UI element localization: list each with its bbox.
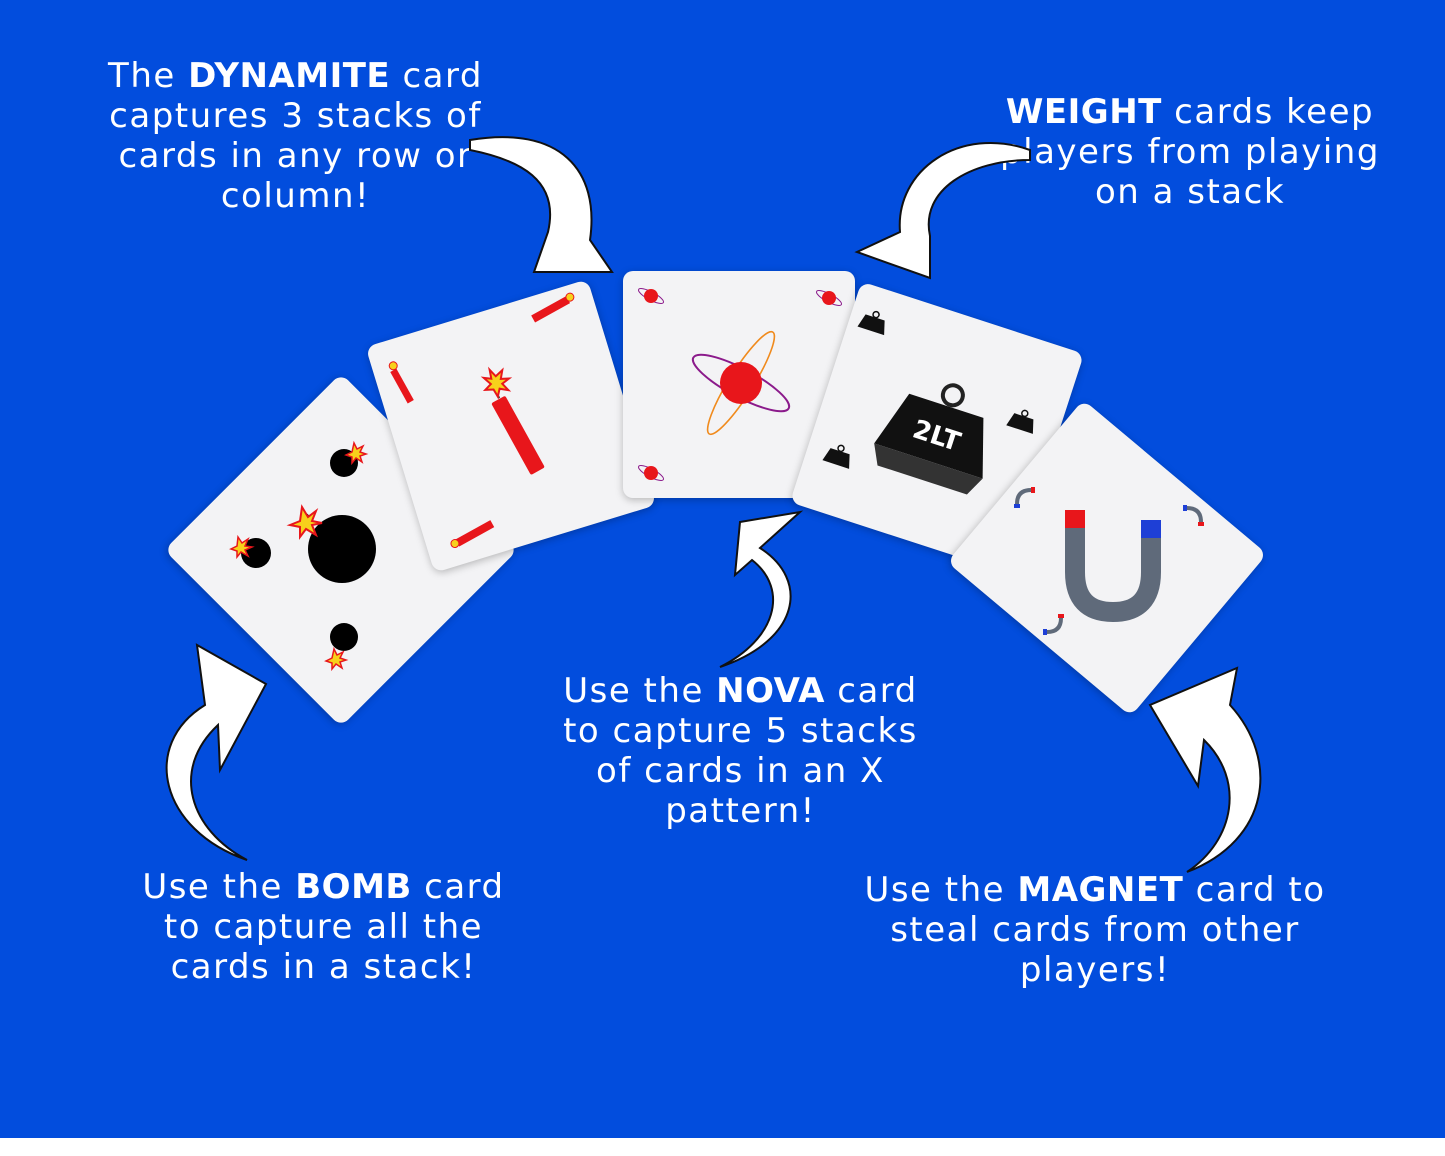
bomb-small-icon [330,440,369,477]
bomb-keyword: BOMB [295,867,412,907]
dynamite-small-icon [388,361,414,404]
magnet-card[interactable] [946,399,1268,717]
bomb-small-icon [324,623,358,672]
nova-small-icon [637,288,665,304]
nova-card[interactable] [623,271,855,498]
weight-caption: WEIGHT cards keep players from playing o… [1000,92,1380,212]
weight-small-icon [857,310,885,336]
magnet-small-icon [1043,614,1064,635]
dynamite-small-icon [531,292,575,323]
magnet-keyword: MAGNET [1017,870,1184,910]
dynamite-arrow-icon [469,136,614,273]
weight-card[interactable]: 2LT [789,281,1085,575]
bomb-card[interactable] [164,373,518,727]
weight-small-icon [1006,409,1034,434]
dynamite-small-icon [450,520,495,549]
dynamite-keyword: DYNAMITE [188,56,391,96]
nova-caption: Use the NOVA card to capture 5 stacks of… [563,671,918,831]
nova-icon [691,330,791,436]
weight-keyword: WEIGHT [1005,92,1162,132]
bomb-arrow-icon [165,643,268,861]
weight-icon: 2LT [874,383,984,495]
bomb-small-icon [229,534,271,568]
magnet-caption: Use the MAGNET card to steal cards from … [864,870,1326,990]
dynamite-card[interactable] [365,279,657,573]
nova-small-icon [637,465,665,481]
bomb-icon [286,504,376,583]
nova-arrow-icon [719,510,804,668]
bomb-caption: Use the BOMB card to capture all the car… [142,867,505,987]
nova-small-icon [815,290,843,306]
magnet-icon [1065,510,1161,623]
weight-small-icon [822,444,850,469]
magnet-arrow-icon [1148,666,1262,873]
magnet-small-icon [1183,505,1204,526]
dynamite-caption: The DYNAMITE card captures 3 stacks of c… [108,56,483,216]
nova-keyword: NOVA [716,671,825,711]
weight-arrow-icon [854,141,1031,280]
magnet-small-icon [1014,487,1035,508]
dynamite-icon [480,366,545,475]
